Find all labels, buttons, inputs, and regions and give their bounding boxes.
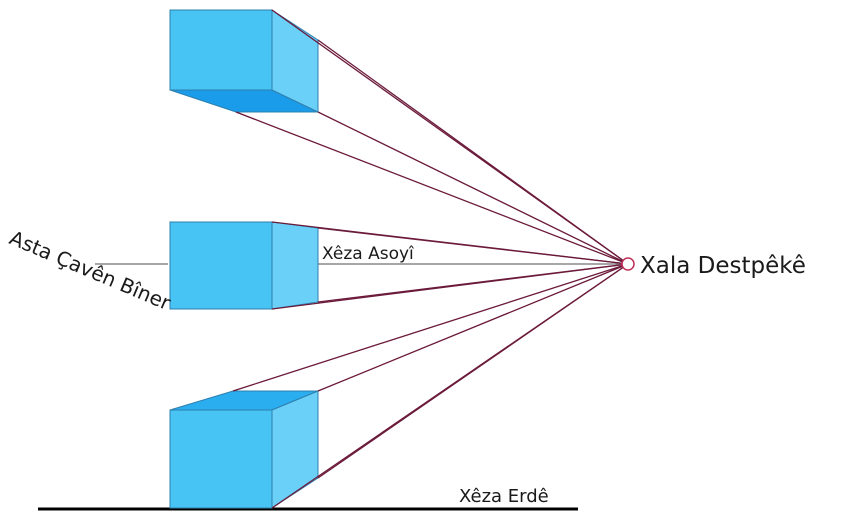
cube-middle xyxy=(169,221,319,310)
converging-line xyxy=(317,263,629,392)
cube-top xyxy=(169,9,319,113)
converging-line xyxy=(317,39,629,265)
cube-middle-front-face xyxy=(169,221,273,310)
cube-bottom xyxy=(169,390,319,509)
cube-middle-side-face xyxy=(271,221,319,310)
converging-line xyxy=(317,263,629,303)
converging-lines xyxy=(232,9,629,509)
converging-line xyxy=(317,227,629,265)
vanishing-point-marker xyxy=(621,257,635,271)
cube-bottom-side-face xyxy=(271,390,319,509)
cube-top-front-face xyxy=(169,9,273,91)
converging-line xyxy=(271,263,629,509)
cube-bottom-front-face xyxy=(169,409,273,509)
ground-line-label: Xêza Erdê xyxy=(459,486,549,507)
converging-line xyxy=(317,111,629,265)
horizon-line-label: Xêza Asoyî xyxy=(322,244,415,264)
vanishing-point-label: Xala Destpêkê xyxy=(640,253,806,279)
converging-line xyxy=(232,263,629,392)
converging-line xyxy=(235,111,629,265)
eye-level-label: Asta Çavên Bîner xyxy=(6,226,175,316)
